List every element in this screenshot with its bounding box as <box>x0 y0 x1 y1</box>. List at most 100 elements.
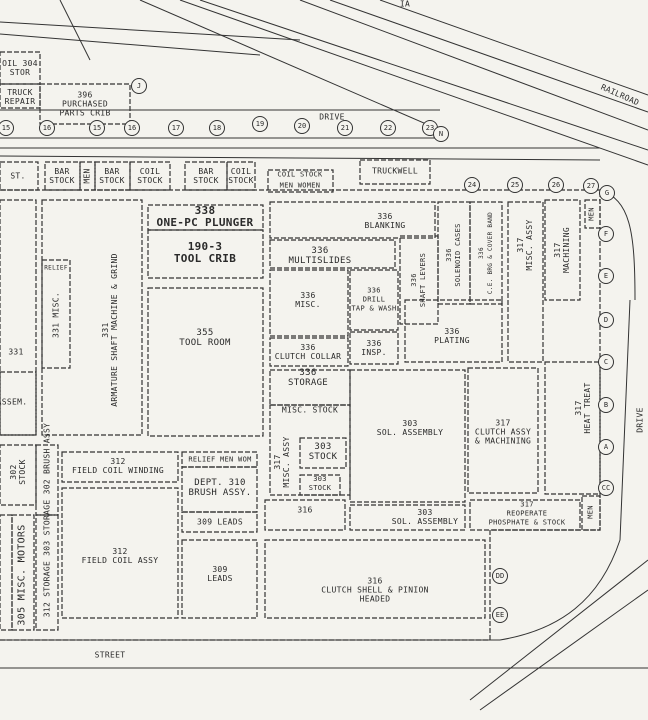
dept-bar-stock-3: BAR STOCK <box>193 167 219 185</box>
room-outline <box>584 199 601 229</box>
room-outline <box>299 474 341 496</box>
room-outline <box>11 514 35 631</box>
dept-insp-336: 336 INSP. <box>361 339 387 357</box>
rail-spur <box>479 589 648 711</box>
room-outline <box>269 239 396 269</box>
dept-coil-stock-3: COIL STOCK <box>277 170 323 179</box>
dept-machining-317: 317 MACHINING <box>553 226 571 274</box>
room-outline <box>269 337 349 367</box>
room-outline <box>39 83 131 125</box>
dept-plating: 336 PLATING <box>434 327 470 345</box>
dept-misc-assy-317: 317 MISC. ASSY <box>516 219 534 271</box>
dept-bar-stock-2: BAR STOCK <box>99 167 125 185</box>
dept-coil-stock-2: COIL STOCK <box>228 167 254 185</box>
column-marker: 27 <box>583 178 599 194</box>
dept-truckwell: TRUCKWELL <box>371 166 419 176</box>
dept-assem: ASSEM. <box>0 397 28 407</box>
dept-solenoid-cases: 336 SOLENOID CASES <box>445 223 462 287</box>
dept-truck-repair: TRUCK REPAIR <box>4 88 36 106</box>
dept-misc-motors: 305 MISC. MOTORS <box>16 524 28 626</box>
column-marker: 15 <box>89 120 105 136</box>
dept-field-coil-assy: 312 FIELD COIL ASSY <box>81 547 159 565</box>
dept-storage-336: 336 STORAGE <box>287 368 329 388</box>
column-marker: CC <box>598 480 614 496</box>
dept-relief: RELIEF <box>44 264 68 272</box>
dept-misc-stock: MISC. STOCK <box>281 405 339 415</box>
room-outline <box>349 331 399 365</box>
dept-relief-men-wom: RELIEF MEN WOM <box>188 455 252 464</box>
room-outline <box>147 229 264 279</box>
column-marker: EE <box>492 607 508 623</box>
room-outline <box>269 404 351 496</box>
dept-ce-bearing: 336 C.E. BRG & COVER BAND <box>478 211 494 295</box>
column-marker: E <box>598 268 614 284</box>
column-marker: B <box>598 397 614 413</box>
room-outline <box>0 161 39 191</box>
column-marker: 20 <box>294 118 310 134</box>
column-marker: 21 <box>337 120 353 136</box>
rail-line <box>379 0 648 96</box>
dept-storage-312: 312 STORAGE 303 STORAGE 302 BRUSH ASSY <box>42 422 52 618</box>
column-marker: 17 <box>168 120 184 136</box>
dept-oil-storage: OIL 304 STOR <box>2 59 38 77</box>
column-marker: A <box>598 439 614 455</box>
dept-sol-assembly-1: 303 SOL. ASSEMBLY <box>376 419 444 437</box>
dept-tool-crib: 190-3 TOOL CRIB <box>173 240 237 265</box>
column-marker: 26 <box>548 177 564 193</box>
dept-reoperate: 317 REOPERATE PHOSPHATE & STOCK <box>488 500 566 527</box>
rail-line <box>59 0 91 61</box>
room-outline <box>544 199 581 301</box>
dept-stock-302: 302 STOCK <box>9 459 27 485</box>
room-outline <box>264 539 486 619</box>
dept-armature: 331 ARMATURE SHAFT MACHINE & GRIND <box>101 253 119 407</box>
room-outline <box>269 269 349 337</box>
top-clipped-label: IA <box>399 0 411 9</box>
column-marker: 24 <box>464 177 480 193</box>
dept-clutch-shell: 316 CLUTCH SHELL & PINION HEADED <box>321 576 429 604</box>
column-marker: G <box>599 185 615 201</box>
column-marker: 25 <box>507 177 523 193</box>
room-outline <box>269 201 436 239</box>
room-outline <box>226 161 256 191</box>
drive-curve <box>499 299 631 641</box>
column-marker: DD <box>492 568 508 584</box>
rail-line <box>179 0 648 166</box>
column-marker: 15 <box>0 120 14 136</box>
column-marker: F <box>598 226 614 242</box>
room-outline <box>349 504 466 531</box>
column-marker: 16 <box>39 120 55 136</box>
dept-heat-treat: 317 HEAT TREAT <box>574 382 592 434</box>
column-marker: J <box>131 78 147 94</box>
room-outline <box>349 269 399 331</box>
room-outline <box>181 539 258 619</box>
dept-leads-309b: 309 LEADS <box>207 565 233 583</box>
dept-misc-assy-317b: 317 MISC. ASSY <box>273 436 291 488</box>
room-outline <box>349 369 466 503</box>
room-outline <box>129 161 171 191</box>
rail-line <box>299 0 648 131</box>
room-outline <box>35 514 59 631</box>
street-label: STREET <box>94 650 126 660</box>
column-marker: N <box>433 126 449 142</box>
rail-line <box>199 0 648 151</box>
dept-clutch-collar: 336 CLUTCH COLLAR <box>274 343 342 361</box>
dept-misc-331: 331 MISC. <box>51 291 61 339</box>
dept-multislides: 336 MULTISLIDES <box>288 246 352 266</box>
room-outline <box>437 201 471 305</box>
rail-spur <box>469 559 648 701</box>
room-outline <box>299 437 347 469</box>
column-marker: D <box>598 312 614 328</box>
column-marker: C <box>598 354 614 370</box>
dept-bar-stock-1: BAR STOCK <box>49 167 75 185</box>
dept-misc-336: 336 MISC. <box>295 291 321 309</box>
dept-brush-assy: DEPT. 310 BRUSH ASSY. <box>188 478 252 498</box>
room-outline <box>61 451 179 483</box>
dept-blanking: 336 BLANKING <box>364 212 406 230</box>
dept-316: 316 <box>297 505 313 515</box>
dept-st: ST. <box>10 171 26 181</box>
dept-stock-303b: 303 STOCK <box>308 475 332 492</box>
room-outline <box>267 169 334 193</box>
drive-label-right: DRIVE <box>635 407 645 433</box>
column-marker: 18 <box>209 120 225 136</box>
